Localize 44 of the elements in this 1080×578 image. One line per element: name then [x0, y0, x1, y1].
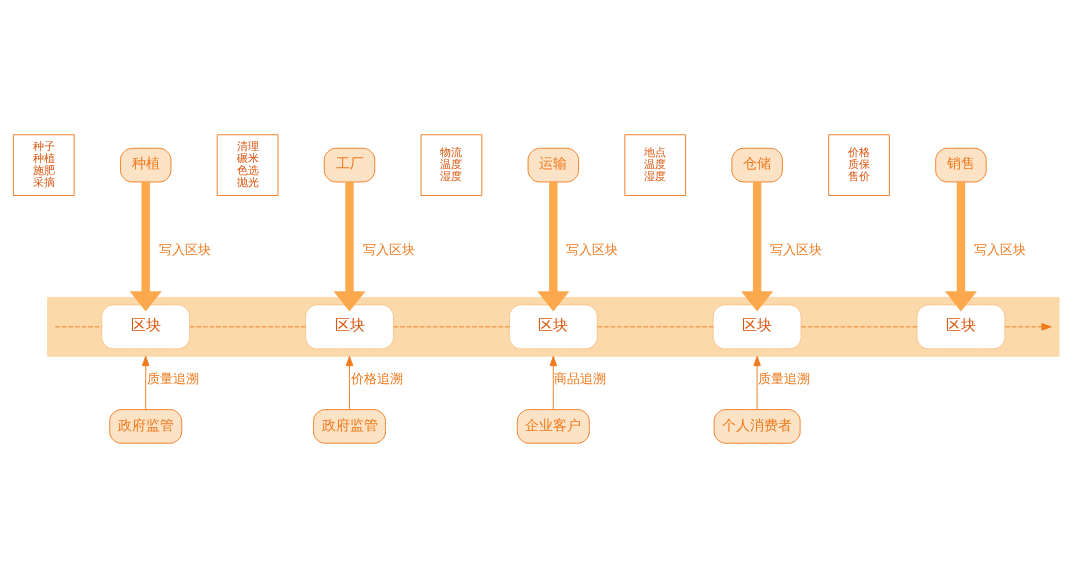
- edge-label: 商品追溯: [554, 370, 607, 386]
- cluster: [47, 296, 1060, 357]
- arrow: [333, 181, 366, 312]
- node-box: 销售: [935, 147, 987, 183]
- arrow: [537, 181, 570, 312]
- connector: [597, 326, 714, 328]
- node-box: 地点温度湿度: [624, 134, 687, 196]
- arrow: [141, 355, 150, 410]
- arrow: [345, 355, 354, 410]
- connector: [393, 326, 510, 328]
- arrow: [741, 181, 774, 312]
- node-box: 区块: [101, 304, 191, 350]
- arrow: [549, 355, 558, 410]
- arrow: [129, 181, 162, 312]
- node-box: 物流温度湿度: [420, 134, 483, 196]
- node-box: 仓储: [731, 147, 783, 183]
- edge-label: 质量追溯: [146, 370, 199, 386]
- edge-label: 写入区块: [362, 242, 415, 258]
- edge-label: 写入区块: [158, 242, 211, 258]
- arrow: [753, 355, 761, 410]
- node-box: 运输: [527, 147, 580, 183]
- connector: [189, 326, 306, 328]
- connector: [800, 326, 918, 328]
- node-box: 清理碾米色选抛光: [216, 134, 279, 196]
- node-box: 种植: [120, 147, 172, 183]
- node-box: 个人消费者: [713, 409, 801, 444]
- node-box: 企业客户: [516, 409, 590, 444]
- node-box: 区块: [712, 304, 802, 350]
- edge-label: 价格追溯: [350, 370, 403, 386]
- node-box: 价格质保售价: [828, 134, 890, 196]
- edge-label: 写入区块: [974, 242, 1027, 258]
- edge-label: 质量追溯: [758, 370, 811, 386]
- node-box: 政府监管: [109, 409, 183, 444]
- arrow: [1004, 323, 1052, 331]
- node-box: 区块: [916, 304, 1006, 350]
- connector: [54, 326, 103, 328]
- edge-label: 写入区块: [566, 242, 619, 258]
- node-box: 区块: [305, 304, 394, 350]
- node-box: 政府监管: [313, 409, 386, 444]
- node-box: 工厂: [323, 147, 376, 183]
- node-box: 种子种植施肥采摘: [12, 134, 75, 196]
- arrow: [944, 181, 977, 312]
- edge-label: 写入区块: [770, 242, 823, 258]
- node-box: 区块: [508, 304, 598, 350]
